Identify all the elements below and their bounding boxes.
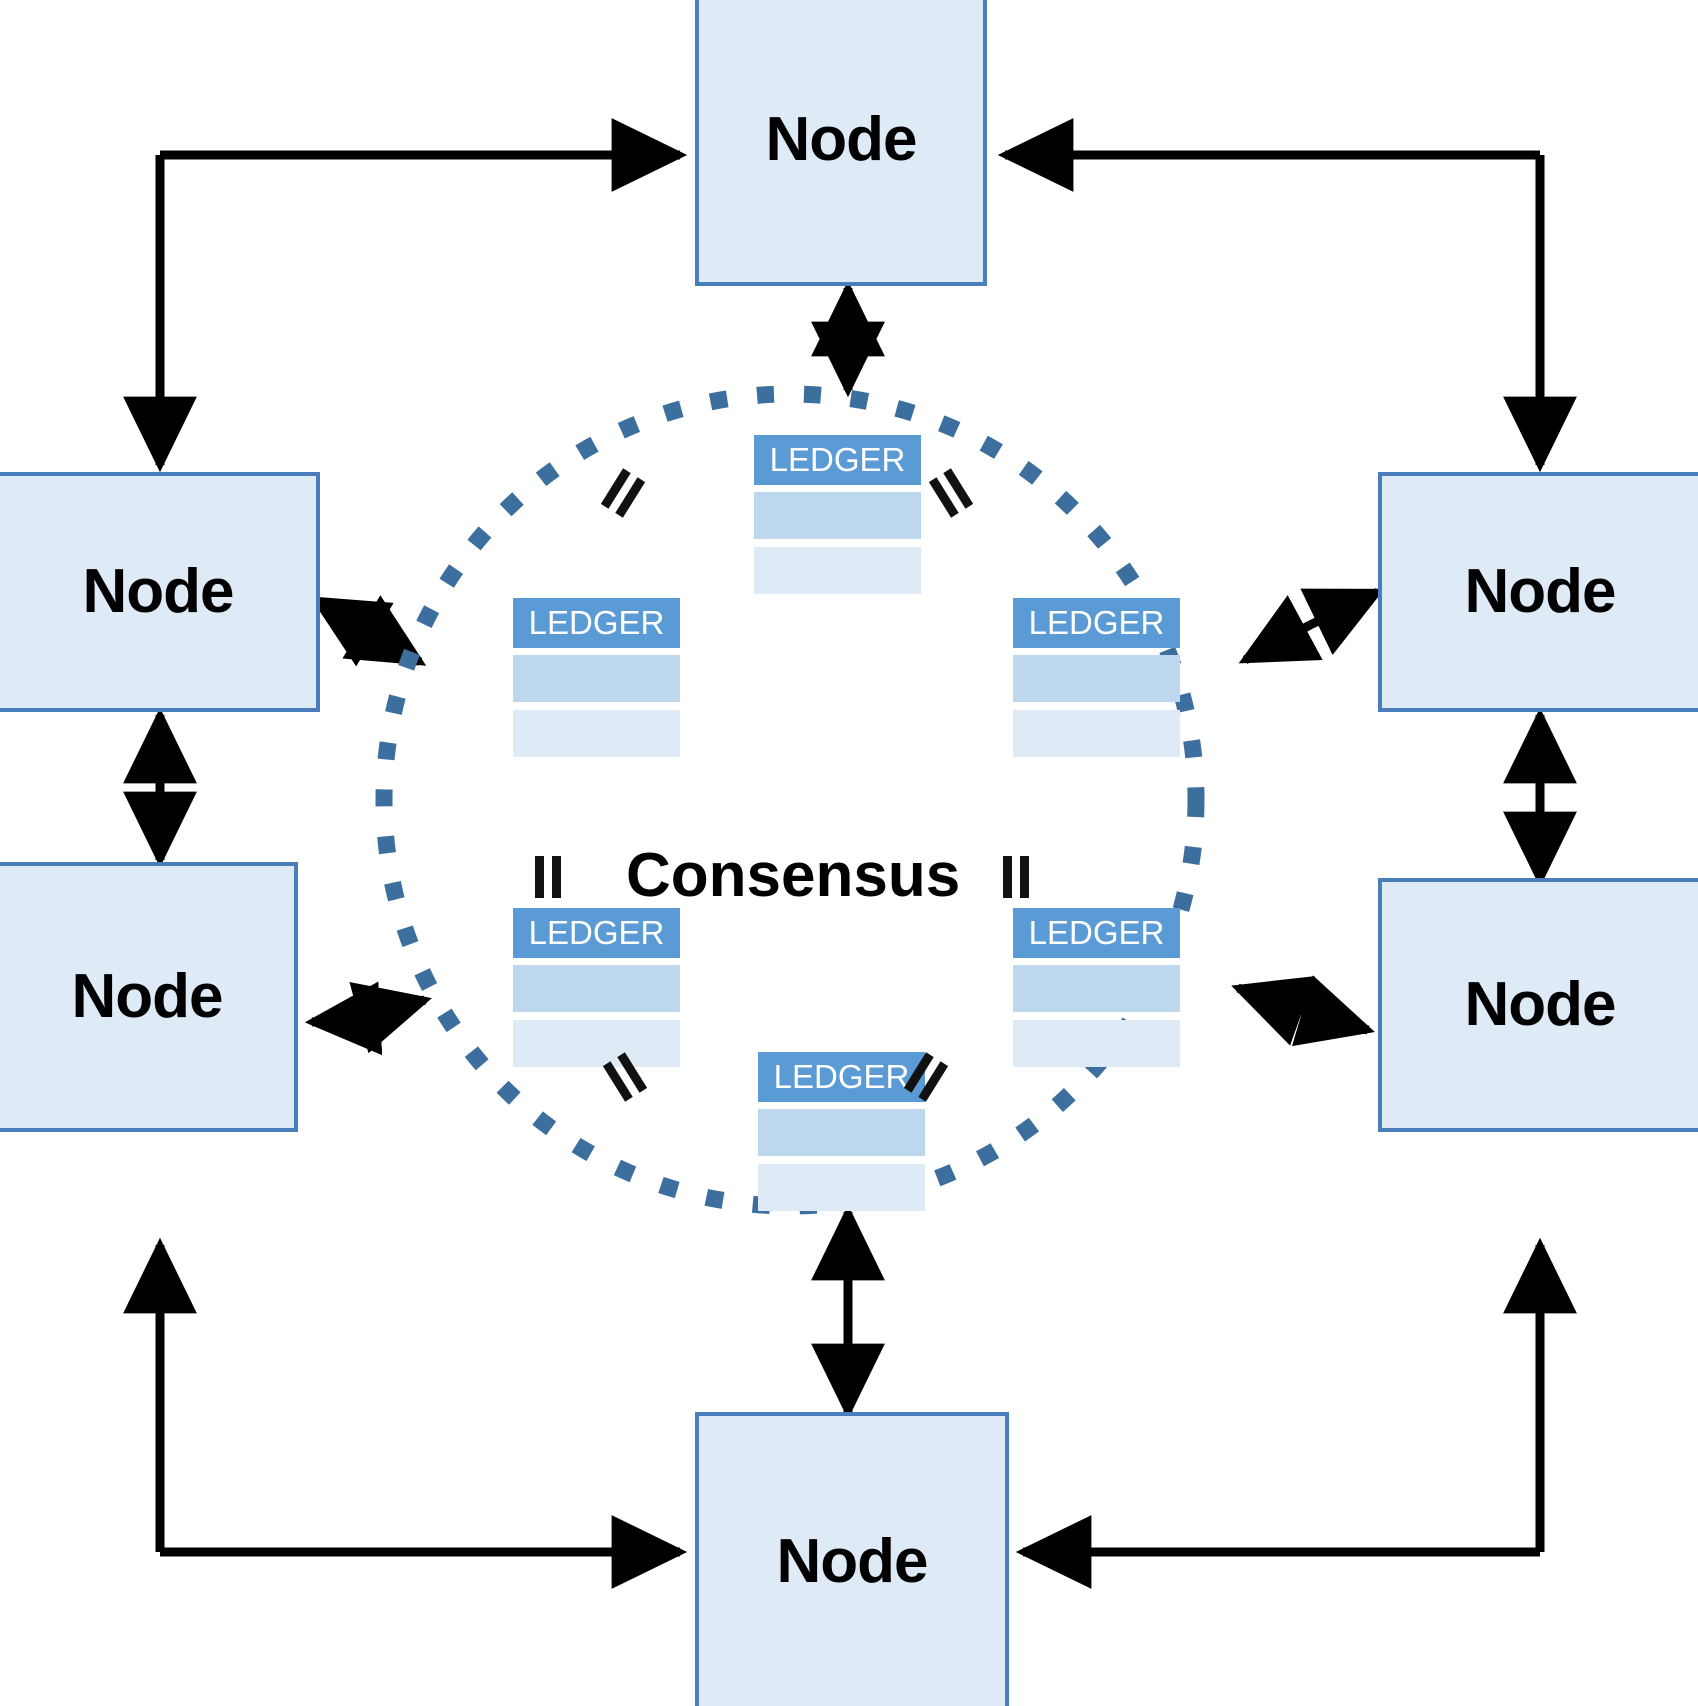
link-rightupper-to-top xyxy=(997,118,1577,473)
node-label: Node xyxy=(82,557,235,626)
node-label: Node xyxy=(1464,970,1617,1039)
ledger-row-primary xyxy=(513,965,680,1012)
ledger-row-primary xyxy=(1013,965,1180,1012)
node-label: Node xyxy=(765,105,918,174)
ledger-row-primary xyxy=(754,492,921,539)
ledger-row-primary xyxy=(513,655,680,702)
link-leftlower-to-bottom xyxy=(123,1237,688,1589)
node-top-center[interactable]: Node xyxy=(695,0,987,286)
consensus-label: Consensus xyxy=(626,841,961,910)
ledger-header-label: LEDGER xyxy=(1013,908,1180,958)
ledger-row-secondary xyxy=(513,710,680,757)
equals-icon-top-right xyxy=(927,467,975,519)
spoke-leftlower-node-consensus xyxy=(304,981,432,1056)
spoke-rightlower-node-consensus xyxy=(1231,975,1375,1047)
spoke-leftupper-node-consensus xyxy=(309,595,427,667)
ledger-row-primary xyxy=(1013,655,1180,702)
equals-icon-middle-right xyxy=(1001,856,1031,898)
node-right-upper[interactable]: Node xyxy=(1378,472,1698,712)
equals-icon-top-left xyxy=(599,467,647,519)
ledger-header-label: LEDGER xyxy=(513,598,680,648)
node-label: Node xyxy=(776,1527,929,1596)
node-left-lower[interactable]: Node xyxy=(0,862,298,1132)
ledger-row-secondary xyxy=(754,547,921,594)
node-left-upper[interactable]: Node xyxy=(0,472,320,712)
ledger-card-top-center[interactable]: LEDGER xyxy=(754,435,921,594)
ledger-header-label: LEDGER xyxy=(1013,598,1180,648)
ledger-row-secondary xyxy=(513,1020,680,1067)
spoke-rightupper-node-consensus xyxy=(1238,587,1385,664)
ledger-card-right-lower[interactable]: LEDGER xyxy=(1013,908,1180,1067)
node-label: Node xyxy=(1464,557,1617,626)
link-rightlower-to-bottom xyxy=(1015,1237,1577,1589)
ledger-row-secondary xyxy=(1013,710,1180,757)
link-leftupper-to-top xyxy=(123,118,688,473)
ledger-card-bottom-center[interactable]: LEDGER xyxy=(758,1052,925,1211)
ledger-row-secondary xyxy=(1013,1020,1180,1067)
ledger-row-primary xyxy=(758,1109,925,1156)
ledger-card-left-upper[interactable]: LEDGER xyxy=(513,598,680,757)
ledger-card-left-lower[interactable]: LEDGER xyxy=(513,908,680,1067)
ledger-card-right-upper[interactable]: LEDGER xyxy=(1013,598,1180,757)
node-right-lower[interactable]: Node xyxy=(1378,878,1698,1132)
ledger-header-label: LEDGER xyxy=(513,908,680,958)
node-label: Node xyxy=(71,962,224,1031)
node-bottom-center[interactable]: Node xyxy=(695,1412,1009,1706)
ledger-header-label: LEDGER xyxy=(754,435,921,485)
equals-icon-middle-left xyxy=(533,856,563,898)
ledger-header-label: LEDGER xyxy=(758,1052,925,1102)
ledger-row-secondary xyxy=(758,1164,925,1211)
